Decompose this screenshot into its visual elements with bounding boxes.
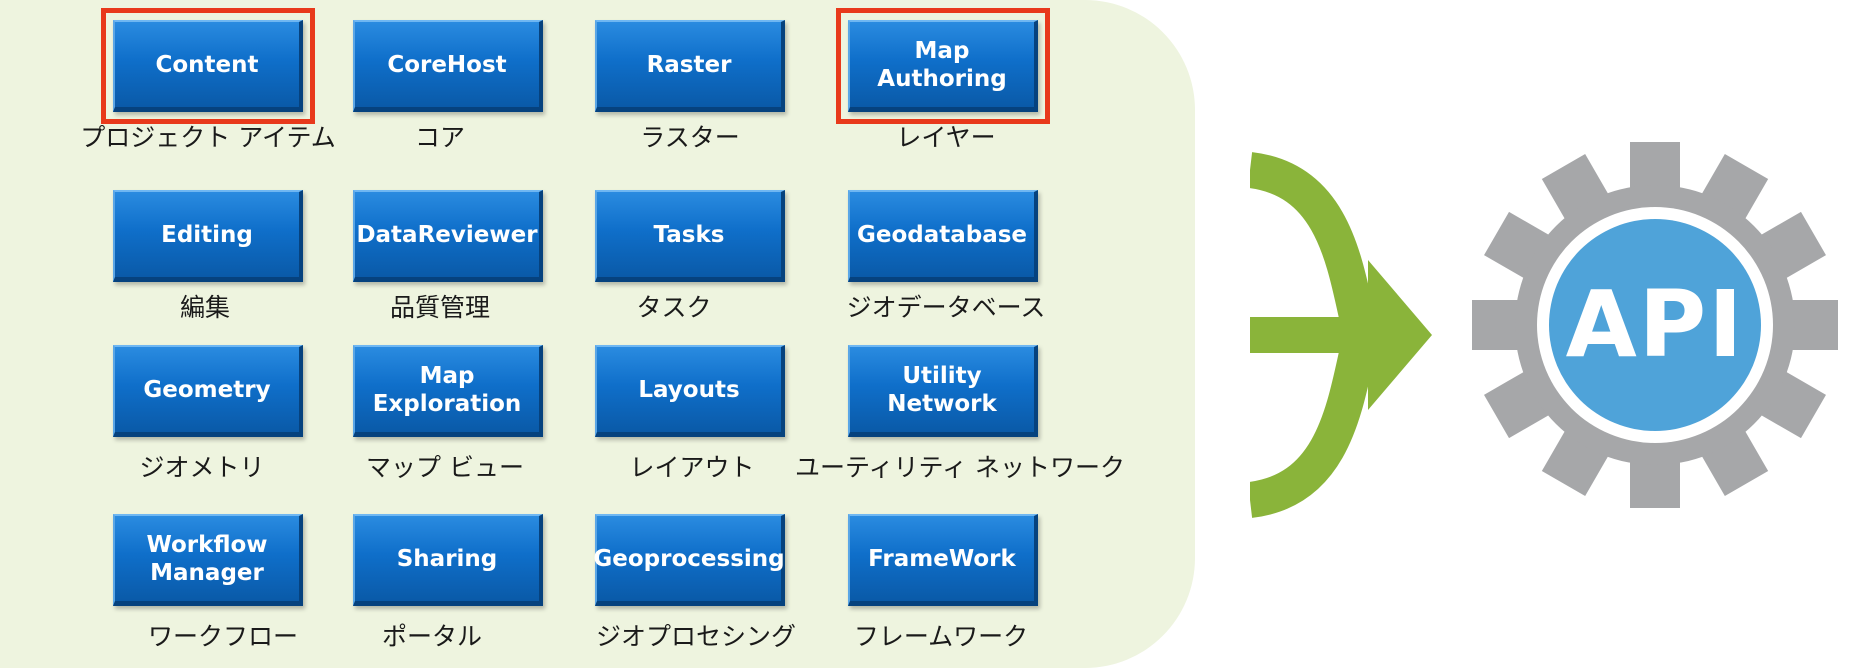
caption-map-authoring: レイヤー xyxy=(896,123,996,152)
caption-workflow-manager: ワークフロー xyxy=(147,622,298,651)
module-geodatabase[interactable]: Geodatabase xyxy=(848,190,1038,282)
merge-arrow-shaft xyxy=(1250,317,1370,353)
caption-editing: 編集 xyxy=(179,293,230,322)
merge-arrow-lower-curve xyxy=(1250,335,1378,518)
caption-sharing: ポータル xyxy=(381,622,482,651)
module-framework[interactable]: FrameWork xyxy=(848,514,1038,606)
module-editing[interactable]: Editing xyxy=(113,190,303,282)
gear-icon: API xyxy=(1472,142,1838,508)
module-content[interactable]: Content xyxy=(101,8,315,124)
module-tasks[interactable]: Tasks xyxy=(595,190,785,282)
module-geoprocessing[interactable]: Geoprocessing xyxy=(593,514,785,606)
merge-arrow-upper-curve xyxy=(1250,152,1378,335)
caption-layouts: レイアウト xyxy=(629,453,755,482)
merge-arrow-head xyxy=(1368,260,1432,410)
api-label: API xyxy=(1566,271,1745,378)
caption-corehost: コア xyxy=(414,123,465,152)
api-circle xyxy=(1549,219,1761,431)
caption-geodatabase: ジオデータベース xyxy=(846,293,1046,322)
caption-tasks: タスク xyxy=(636,293,712,322)
caption-datareviewer: 品質管理 xyxy=(389,293,490,322)
module-corehost[interactable]: CoreHost xyxy=(353,20,543,112)
caption-geometry: ジオメトリ xyxy=(139,453,265,482)
module-geometry[interactable]: Geometry xyxy=(113,345,303,437)
module-workflow-manager[interactable]: Workflow Manager xyxy=(113,514,303,606)
caption-geoprocessing: ジオプロセシング xyxy=(595,622,796,651)
modules-panel: Content プロジェクト アイテム CoreHost コア Raster ラ… xyxy=(0,0,1195,668)
caption-content: プロジェクト アイテム xyxy=(80,123,336,152)
module-layouts[interactable]: Layouts xyxy=(595,345,785,437)
module-map-exploration[interactable]: Map Exploration xyxy=(353,345,543,437)
module-raster[interactable]: Raster xyxy=(595,20,785,112)
module-map-authoring[interactable]: Map Authoring xyxy=(836,8,1050,124)
caption-framework: フレームワーク xyxy=(853,622,1029,651)
module-sharing[interactable]: Sharing xyxy=(353,514,543,606)
caption-utility-network: ユーティリティ ネットワーク xyxy=(795,453,1125,482)
module-utility-network[interactable]: Utility Network xyxy=(848,345,1038,437)
caption-raster: ラスター xyxy=(640,123,740,152)
module-datareviewer[interactable]: DataReviewer xyxy=(353,190,543,282)
caption-map-exploration: マップ ビュー xyxy=(366,453,524,482)
merge-arrow-icon xyxy=(1250,152,1432,518)
